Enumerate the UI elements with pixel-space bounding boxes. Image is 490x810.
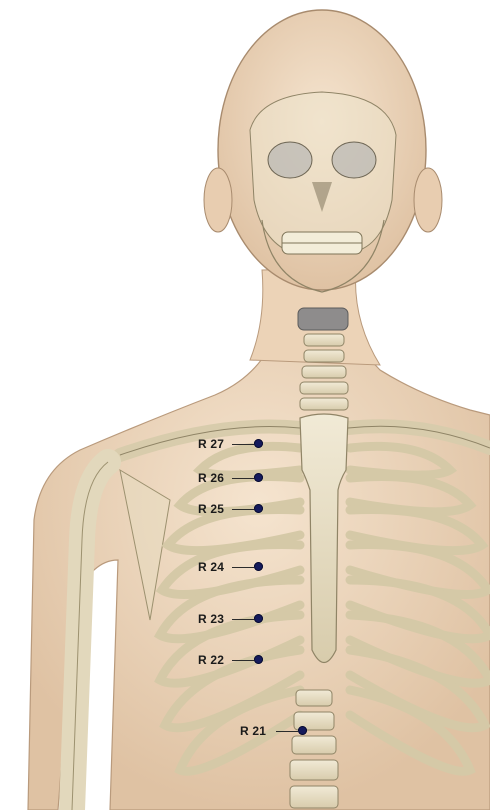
acupoint-r25[interactable] [254, 504, 263, 513]
acupoint-r26[interactable] [254, 473, 263, 482]
acupoint-r22[interactable] [254, 655, 263, 664]
acupoint-r24[interactable] [254, 562, 263, 571]
skull [250, 92, 396, 252]
left-eye-socket [268, 142, 312, 178]
point-label-r23: R 23 [198, 612, 224, 626]
left-ear [204, 168, 232, 232]
leader-r23 [232, 619, 254, 620]
point-label-r22: R 22 [198, 653, 224, 667]
leader-r24 [232, 567, 254, 568]
leader-r22 [232, 660, 254, 661]
point-label-r24: R 24 [198, 560, 224, 574]
leader-r27 [232, 444, 254, 445]
larynx [298, 308, 348, 330]
right-ear [414, 168, 442, 232]
point-label-r25: R 25 [198, 502, 224, 516]
point-label-r26: R 26 [198, 471, 224, 485]
acupoint-r23[interactable] [254, 614, 263, 623]
acupoint-r27[interactable] [254, 439, 263, 448]
leader-r25 [232, 509, 254, 510]
point-label-r21: R 21 [240, 724, 266, 738]
point-label-r27: R 27 [198, 437, 224, 451]
right-eye-socket [332, 142, 376, 178]
leader-r21 [276, 731, 298, 732]
acupoint-r21[interactable] [298, 726, 307, 735]
leader-r26 [232, 478, 254, 479]
